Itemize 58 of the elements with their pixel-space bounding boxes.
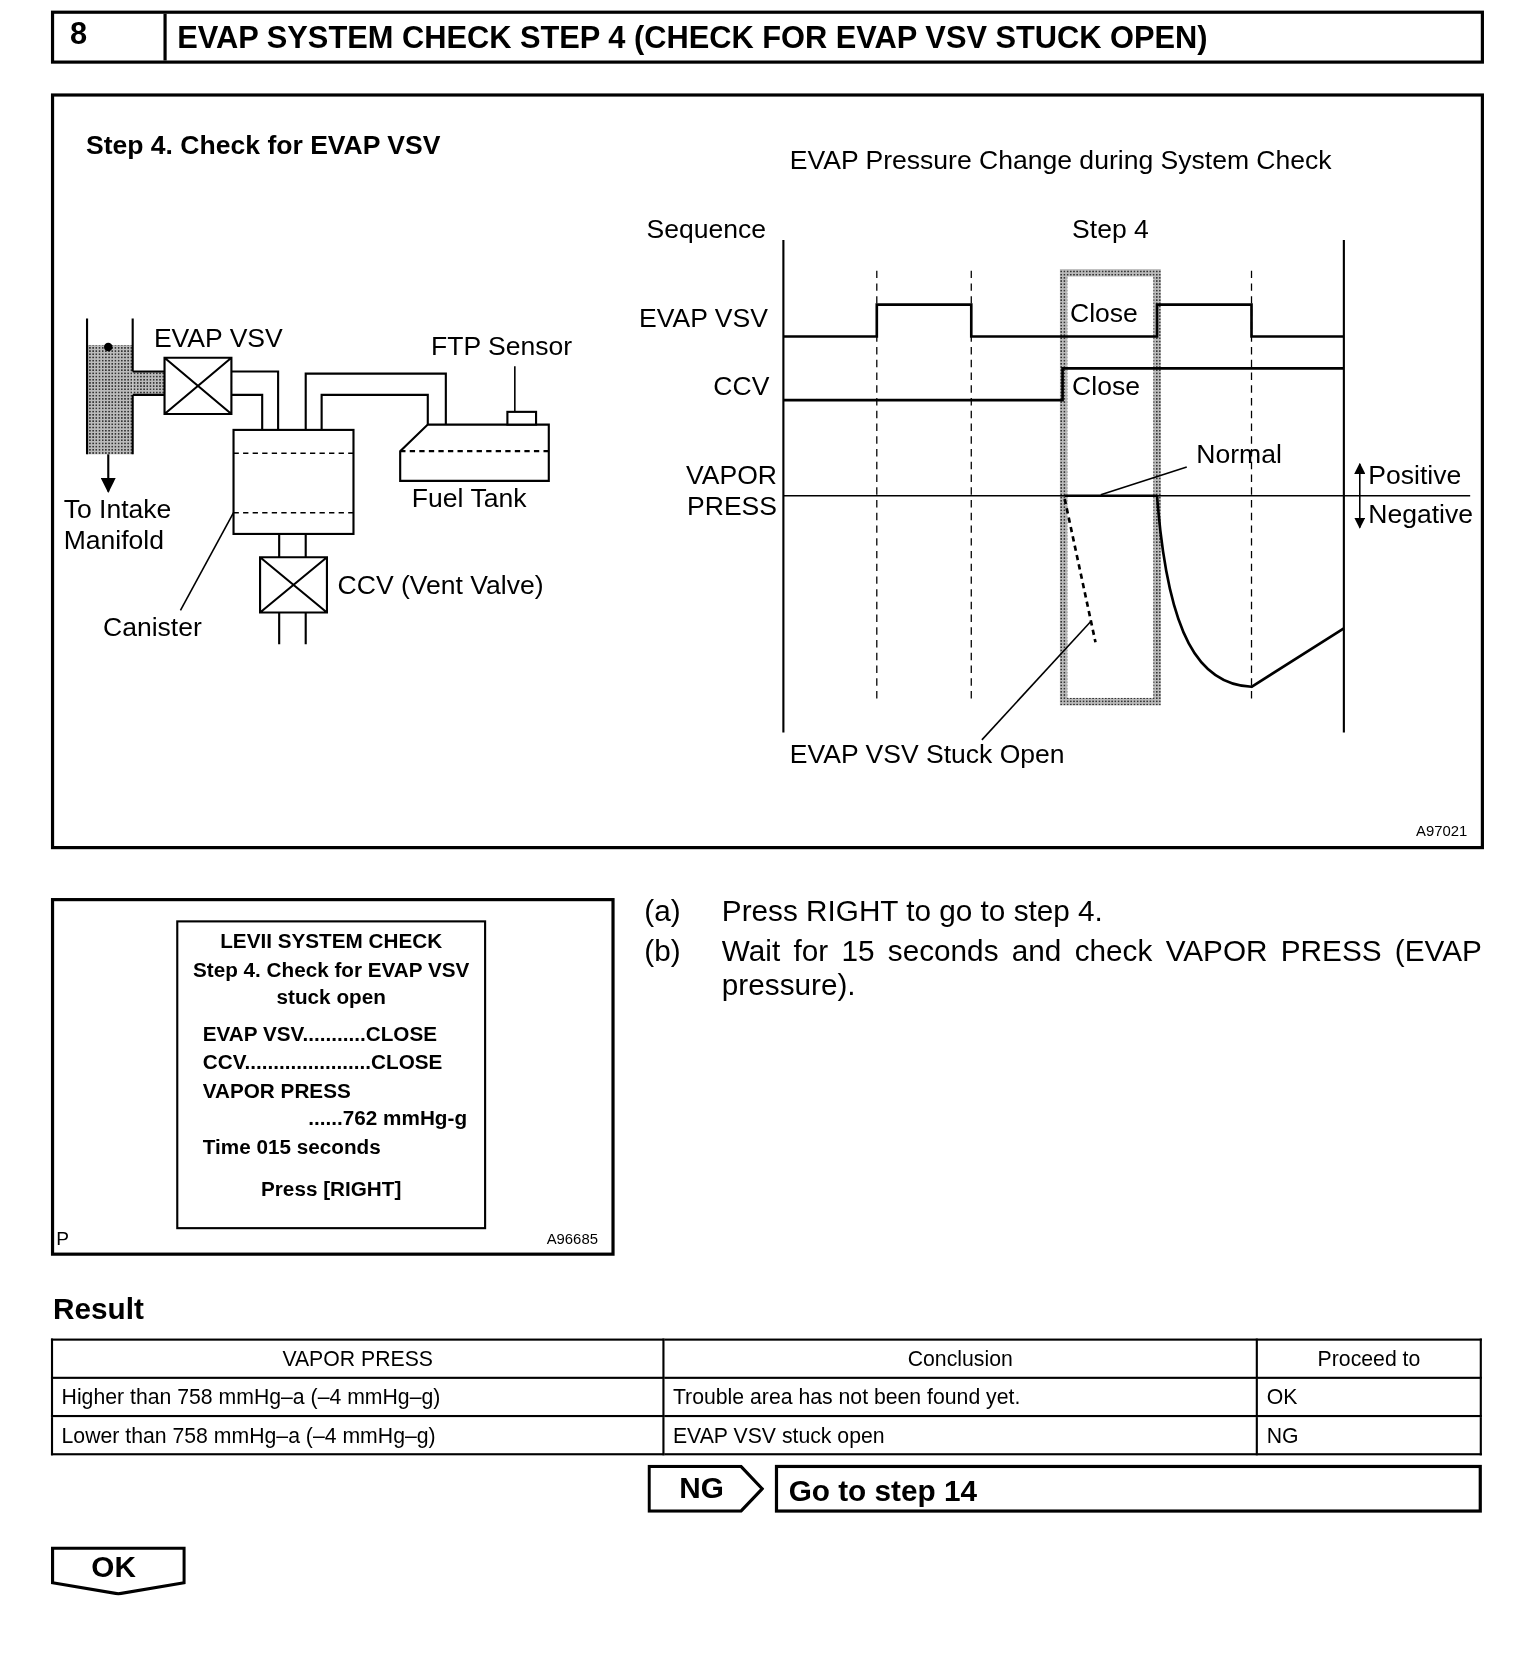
part-label: Fuel Tank [411,483,527,514]
screen-text: Press [RIGHT] [260,1176,403,1203]
header-cell: Conclusion [663,1339,1258,1378]
ng-tab: NG [647,1464,765,1513]
table-cell: NG [1257,1416,1481,1455]
axis-label: Positive [1368,459,1462,491]
result-box: Go to step 14 [774,1464,1482,1513]
signal-label: VAPOR PRESS [685,459,777,521]
step-label: Step 4 [1072,213,1149,244]
screen-text: Step 4. Check for EVAP VSV stuck open [191,955,471,1011]
screen-text: EVAP VSV...........CLOSE [201,1020,439,1048]
table-cell: Trouble area has not been found yet. [663,1377,1258,1417]
table-cell: OK [1257,1377,1481,1417]
canister-box [232,428,355,535]
screen-text: ......762 mmHg-g [307,1105,469,1132]
table-cell: Higher than 758 mmHg–a (–4 mmHg–g) [52,1377,664,1417]
figure-code: A97021 [1416,822,1468,840]
signal-label: CCV [713,370,770,401]
leader-line [981,620,1092,741]
screen-text: Time 015 seconds [201,1133,382,1160]
axis-label: Negative [1368,498,1473,530]
part-label: EVAP VSV [153,322,283,354]
ok-tab: OK [50,1546,186,1596]
part-label: FTP Sensor [430,330,573,361]
table-cell: Lower than 758 mmHg–a (–4 mmHg–g) [52,1416,664,1455]
sensor-box [506,410,538,426]
step-letter: (a) [644,894,681,929]
part-label: Canister [102,611,202,642]
step-letter: (b) [644,934,681,969]
header-cell: VAPOR PRESS [52,1339,664,1378]
callout-label: EVAP VSV Stuck Open [789,738,1065,770]
table-cell: EVAP VSV stuck open [663,1416,1258,1455]
title-text: EVAP SYSTEM CHECK STEP 4 (CHECK FOR EVAP VSV STUCK OPEN) [177,20,1208,56]
screen-text: LEVII SYSTEM CHECK [219,927,444,955]
diagram-heading: Step 4. Check for EVAP VSV [86,129,441,160]
page-mark: P [56,1228,69,1251]
instruction-text: Wait for 15 seconds and check VAPOR PRESS (EVAP pressure). [721,934,1482,1003]
leader-line [1100,466,1188,496]
pressure-trace [1063,498,1097,643]
callout-label: Normal [1196,438,1282,469]
tester-screen [176,920,487,1230]
figure-code: A96685 [546,1230,598,1248]
header-cell: Proceed to [1257,1339,1481,1378]
state-label: Close [1072,370,1140,401]
pressure-trace [1064,494,1158,498]
screen-text: VAPOR PRESS [201,1076,352,1104]
number-label: 8 [70,15,88,52]
signal-label: EVAP VSV [639,302,768,334]
state-label: Close [1070,297,1138,328]
leader-line [514,365,516,413]
leader-line [179,511,235,612]
axis-label: Sequence [646,213,766,244]
part-label: To Intake Manifold [63,493,173,555]
screen-text: CCV......................CLOSE [201,1048,444,1076]
part-label: CCV (Vent Valve) [337,570,544,601]
chart-title: EVAP Pressure Change during System Check [789,144,1332,175]
section-heading: Result [53,1292,144,1328]
instruction-text: Press RIGHT to go to step 4. [721,894,1103,929]
